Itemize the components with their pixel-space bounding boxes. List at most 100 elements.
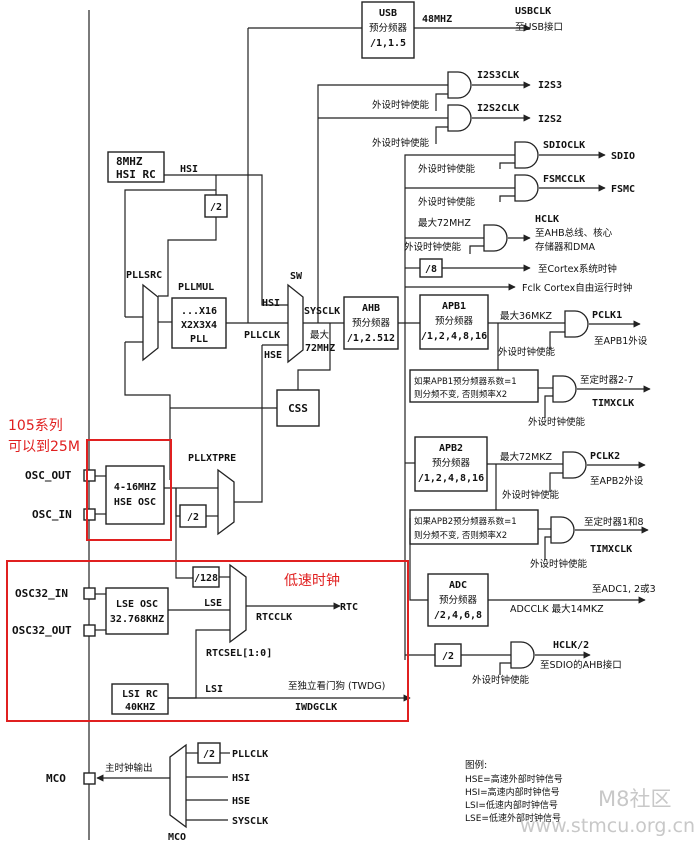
mco-label: MCO [46, 772, 66, 785]
sysclk-bus [317, 84, 448, 323]
timxclk1: TIMXCLK [592, 398, 634, 409]
mco-hsi: HSI [232, 773, 250, 784]
enable-i2s2: 外设时钟使能 [372, 137, 430, 149]
adc-box [427, 573, 489, 627]
css-sys [297, 323, 331, 390]
lsi-rc-box [111, 683, 169, 715]
enable-tim18-line [544, 536, 551, 560]
apb2-note-box [409, 509, 539, 545]
gate-tim18 [550, 516, 575, 544]
hse-osc-box [105, 465, 165, 525]
to-iwdg: 至独立看门狗 (TWDG) [288, 680, 385, 692]
usb-prescaler-line3: /1,1.5 [370, 38, 406, 49]
osc-in-label: OSC_IN [32, 508, 72, 521]
osc-out-label: OSC_OUT [25, 469, 72, 482]
lsi-rc-line2: 40KHZ [125, 702, 155, 713]
enable-fsmc: 外设时钟使能 [418, 196, 476, 208]
apb2-note-line2: 则分频不变, 否则频率X2 [414, 530, 507, 541]
apb2-line2: 预分频器 [432, 457, 471, 469]
css-label: CSS [288, 402, 308, 415]
legend-item-lse: LSE=低速外部时钟信号 [465, 812, 561, 824]
watermark-url: www.stmcu.org.cn [520, 815, 695, 837]
fsmc-label: FSMC [611, 184, 635, 195]
rtcclk-label: RTCCLK [256, 612, 292, 623]
to-adc: 至ADC1, 2或3 [592, 583, 656, 595]
timxclk2: TIMXCLK [590, 544, 632, 555]
rtcsel-label: RTCSEL[1:0] [206, 648, 272, 659]
hsi-rc-box [107, 151, 165, 183]
apb2-box [414, 436, 488, 492]
pclk2-label: PCLK2 [590, 451, 620, 462]
enable-sdio-line [499, 162, 515, 169]
to-apb1: 至APB1外设 [594, 335, 648, 347]
hse-highlight-box [86, 439, 172, 541]
enable-hclk2: 外设时钟使能 [472, 674, 530, 686]
usb-prescaler-line1: USB [379, 8, 397, 19]
enable-tim18: 外设时钟使能 [530, 558, 588, 570]
low-speed-highlight-box [6, 560, 409, 722]
gate-i2s2 [447, 104, 472, 132]
legend-item-hsi: HSI=高速内部时钟信号 [465, 786, 560, 798]
mco-div2-label: /2 [203, 749, 215, 760]
gate-i2s3 [447, 71, 472, 99]
iwdgclk-label: IWDGCLK [295, 702, 337, 713]
adc-feed [409, 518, 428, 601]
pllsrc-label: PLLSRC [126, 270, 162, 281]
annotation-105-series: 105系列 [8, 418, 63, 434]
pllsrc-hse-route [124, 342, 171, 480]
to-usb-label: 至USB接口 [515, 21, 563, 33]
gate-hclk2 [510, 641, 535, 669]
hsi-div2-label: /2 [210, 202, 222, 213]
hsi-rc-line1: 8MHZ [116, 155, 143, 168]
sysclk-label: SYSCLK [304, 306, 340, 317]
enable-hclk-line [469, 245, 484, 254]
gate-pclk2 [562, 451, 587, 479]
pllxtpre-mux [217, 468, 235, 536]
lsi-label: LSI [205, 684, 223, 695]
osc32-out-pin [83, 624, 96, 637]
fsmcclk-label: FSMCCLK [543, 174, 585, 185]
usbclk-freq: 48MHZ [422, 14, 452, 25]
hclk2-div-label: /2 [442, 651, 454, 662]
adcclk-label: ADCCLK 最大14MKZ [510, 603, 604, 615]
sw-label: SW [290, 271, 303, 282]
usbclk-label: USBCLK [515, 6, 551, 17]
adc-line2: 预分频器 [439, 594, 478, 606]
osc32-out-label: OSC32_OUT [12, 624, 72, 637]
to-ahb-label: 至AHB总线、核心 [535, 227, 613, 239]
pllxtpre-label: PLLXTPRE [188, 453, 236, 464]
adc-line3: /2,4,6,8 [434, 610, 482, 621]
storage-dma-label: 存储器和DMA [535, 241, 596, 253]
enable-pclk1-line [549, 331, 565, 350]
hclk-label: HCLK [535, 214, 559, 225]
hse-osc-line2: HSE OSC [114, 497, 156, 508]
to-timer2-7: 至定时器2-7 [580, 374, 634, 386]
mco-sysclk: SYSCLK [232, 816, 268, 827]
mco-bottom-label: MCO [168, 832, 186, 843]
legend-item-lsi: LSI=低速内部时钟信号 [465, 799, 558, 811]
osc-out-pin [83, 469, 96, 482]
hsi-line [164, 174, 288, 306]
gate-pclk1 [564, 310, 589, 338]
osc-in-pin [83, 508, 96, 521]
mco-pin [83, 772, 96, 785]
adc-line1: ADC [449, 580, 467, 591]
enable-i2s3: 外设时钟使能 [372, 99, 430, 111]
i2s2clk-label: I2S2CLK [477, 103, 519, 114]
legend-title: 图例: [465, 759, 487, 771]
max-72mkz: 最大72MKZ [500, 451, 553, 463]
lse-osc-line2: 32.768KHZ [110, 614, 164, 625]
sw-hsi-label: HSI [262, 298, 280, 309]
rtc-label: RTC [340, 602, 358, 613]
sdioclk-label: SDIOCLK [543, 140, 585, 151]
enable-sdio: 外设时钟使能 [418, 163, 476, 175]
lsi-rc-line1: LSI RC [122, 689, 158, 700]
max-72mhz-label: 最大72MHZ [418, 217, 471, 229]
apb2-line1: APB2 [439, 443, 463, 454]
apb1-line2: 预分频器 [435, 315, 474, 327]
pllmul-label: PLLMUL [178, 282, 214, 293]
to-timer1-8: 至定时器1和8 [584, 516, 644, 528]
apb1-line3: /1,2,4,8,16 [421, 331, 487, 342]
mco-out-label: 主时钟输出 [105, 762, 153, 774]
apb1-note-line2: 则分频不变, 否则频率X2 [414, 389, 507, 400]
